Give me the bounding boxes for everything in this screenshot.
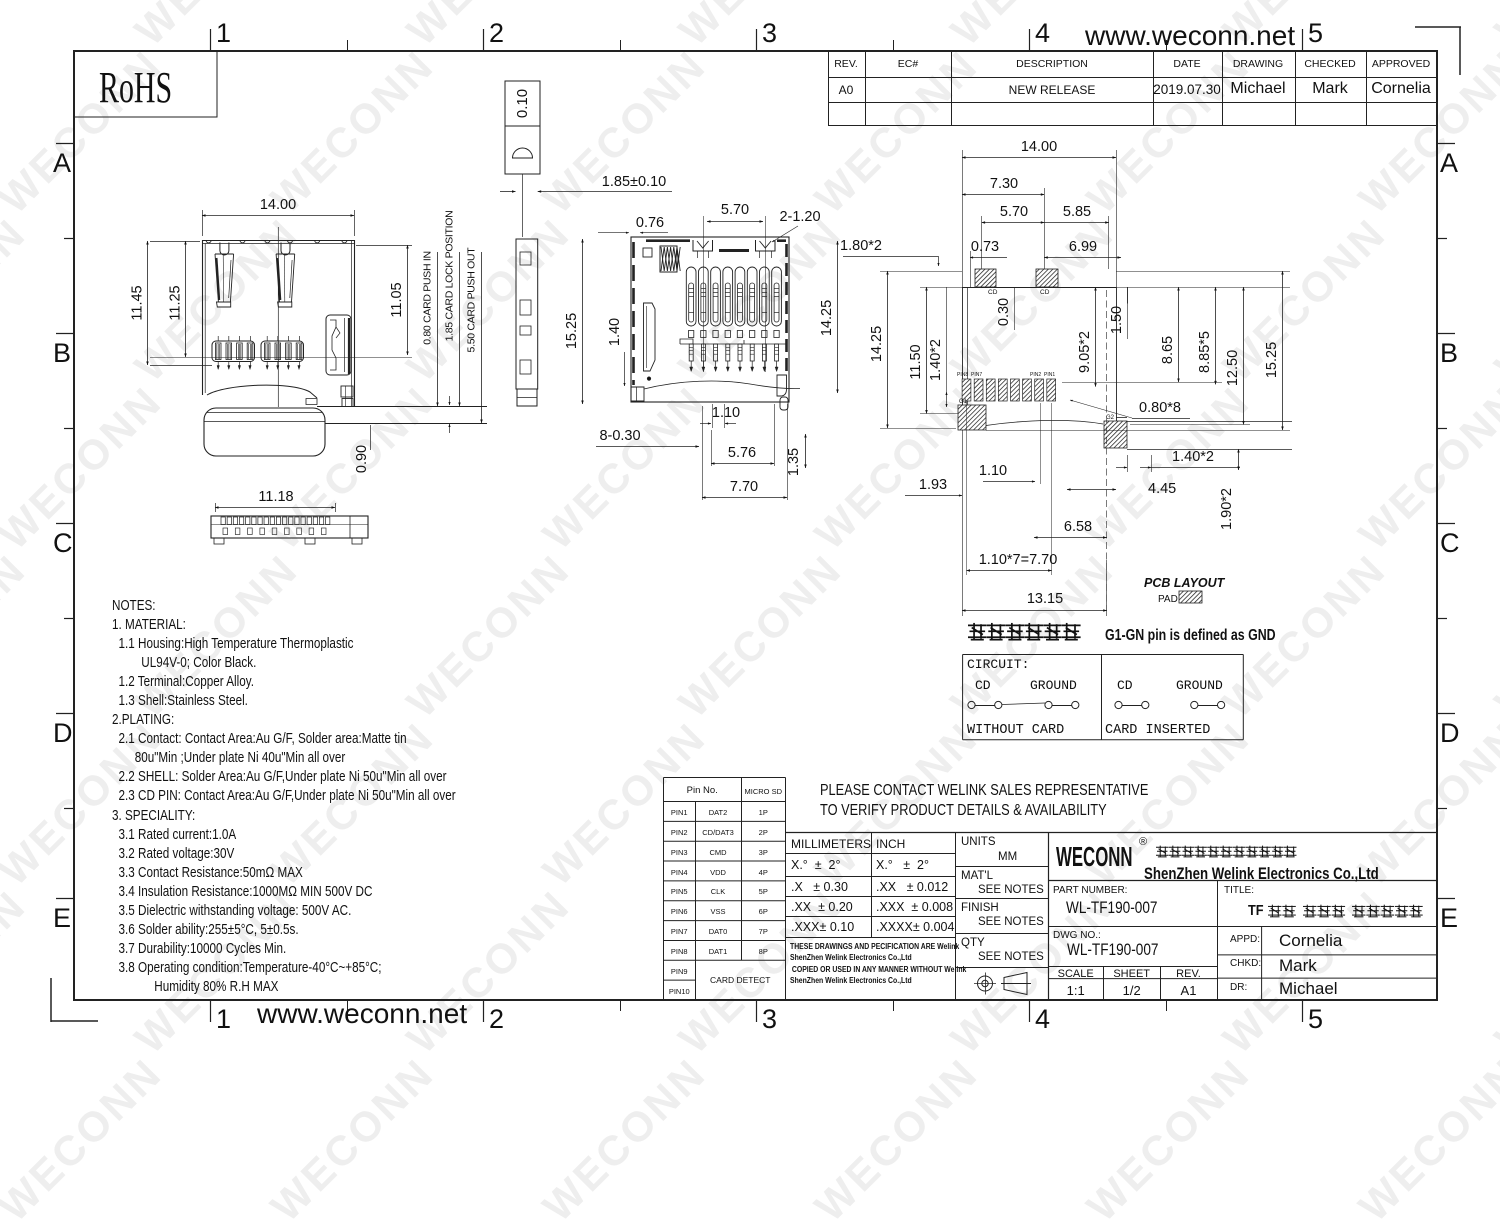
svg-text:0.30: 0.30	[996, 298, 1012, 326]
svg-text:0.80*8: 0.80*8	[1139, 400, 1181, 416]
svg-text:11.50: 11.50	[908, 344, 924, 379]
svg-text:G1: G1	[959, 399, 968, 405]
svg-text:PIN7: PIN7	[971, 372, 982, 378]
svg-text:CD: CD	[988, 289, 998, 296]
svg-text:CD: CD	[1040, 289, 1050, 296]
svg-text:14.25: 14.25	[819, 300, 835, 336]
svg-text:15.25: 15.25	[564, 313, 580, 349]
svg-text:CD: CD	[1117, 678, 1133, 693]
svg-text:PAD: PAD	[1158, 594, 1178, 605]
svg-text:5.50 CARD PUSH OUT: 5.50 CARD PUSH OUT	[466, 247, 478, 353]
svg-text:WITHOUT CARD: WITHOUT CARD	[967, 723, 1064, 738]
svg-text:PIN8: PIN8	[957, 372, 968, 378]
svg-text:CIRCUIT:: CIRCUIT:	[967, 657, 1029, 672]
svg-text:14.00: 14.00	[260, 197, 296, 213]
svg-text:1.85 CARD LOCK POSITION: 1.85 CARD LOCK POSITION	[444, 211, 456, 342]
svg-text:1.40*2: 1.40*2	[928, 339, 944, 381]
svg-text:11.18: 11.18	[258, 489, 293, 505]
svg-text:1.35: 1.35	[786, 448, 802, 476]
svg-text:GROUND: GROUND	[1030, 678, 1077, 693]
svg-text:2-1.20: 2-1.20	[779, 209, 820, 225]
svg-text:1.93: 1.93	[919, 477, 947, 493]
svg-text:1.10: 1.10	[712, 405, 740, 421]
svg-text:11.25: 11.25	[168, 285, 184, 320]
svg-text:13.15: 13.15	[1027, 591, 1063, 607]
svg-text:G2: G2	[1106, 415, 1115, 421]
svg-text:1.10: 1.10	[979, 463, 1007, 479]
svg-text:PIN2: PIN2	[1030, 372, 1041, 378]
svg-text:G1-GN pin is defined as GND: G1-GN pin is defined as GND	[1105, 626, 1276, 644]
svg-text:1.10*7=7.70: 1.10*7=7.70	[979, 552, 1058, 568]
svg-text:8.65: 8.65	[1160, 336, 1176, 364]
svg-text:5.76: 5.76	[728, 445, 756, 461]
svg-text:1.85±0.10: 1.85±0.10	[602, 174, 666, 190]
svg-text:5.85: 5.85	[1063, 204, 1091, 220]
svg-text:5.70: 5.70	[1000, 204, 1028, 220]
svg-text:GROUND: GROUND	[1176, 678, 1223, 693]
svg-text:PCB LAYOUT: PCB LAYOUT	[1144, 576, 1226, 590]
svg-text:1.90*2: 1.90*2	[1219, 488, 1235, 530]
svg-text:15.25: 15.25	[1264, 342, 1280, 378]
svg-text:8.85*5: 8.85*5	[1197, 331, 1213, 373]
svg-text:1.40*2: 1.40*2	[1172, 449, 1214, 465]
svg-text:PIN1: PIN1	[1044, 372, 1055, 378]
svg-text:9.05*2: 9.05*2	[1077, 331, 1093, 373]
svg-text:8-0.30: 8-0.30	[599, 428, 640, 444]
svg-text:0.76: 0.76	[636, 215, 664, 231]
svg-text:0.90: 0.90	[354, 445, 370, 473]
svg-text:14.25: 14.25	[869, 326, 885, 362]
svg-text:6.99: 6.99	[1069, 239, 1097, 255]
svg-text:1.50: 1.50	[1109, 306, 1125, 334]
svg-text:0.73: 0.73	[971, 239, 999, 255]
svg-text:7.30: 7.30	[990, 176, 1018, 192]
svg-text:11.45: 11.45	[130, 285, 146, 320]
svg-text:14.00: 14.00	[1021, 139, 1057, 155]
svg-text:0.10: 0.10	[514, 89, 531, 118]
svg-text:5.70: 5.70	[721, 202, 749, 218]
svg-text:0.80 CARD PUSH IN: 0.80 CARD PUSH IN	[422, 251, 434, 345]
svg-text:1.40: 1.40	[607, 318, 623, 346]
svg-text:11.05: 11.05	[389, 282, 405, 317]
svg-text:4.45: 4.45	[1148, 481, 1176, 497]
svg-text:7.70: 7.70	[730, 479, 758, 495]
svg-text:6.58: 6.58	[1064, 519, 1092, 535]
svg-text:CD: CD	[975, 678, 991, 693]
svg-text:CARD INSERTED: CARD INSERTED	[1105, 723, 1210, 738]
svg-text:12.50: 12.50	[1225, 350, 1241, 386]
svg-text:1.80*2: 1.80*2	[840, 238, 882, 254]
